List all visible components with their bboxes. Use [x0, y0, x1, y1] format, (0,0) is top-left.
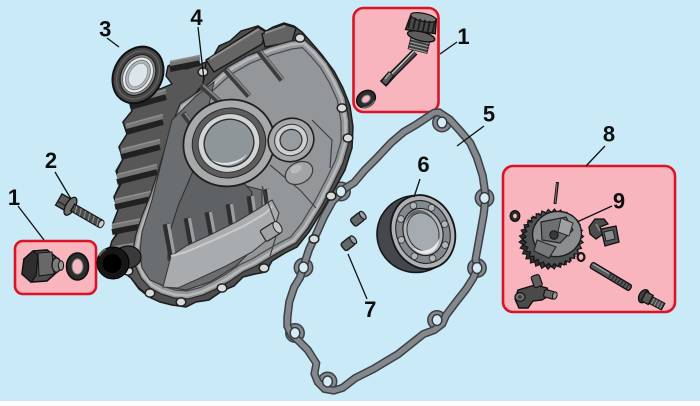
svg-text:4: 4: [190, 5, 203, 30]
svg-text:7: 7: [364, 297, 376, 322]
svg-text:6: 6: [417, 152, 429, 177]
svg-text:2: 2: [45, 148, 57, 173]
svg-text:3: 3: [99, 17, 111, 42]
svg-text:8: 8: [603, 122, 615, 147]
svg-text:9: 9: [613, 189, 625, 214]
svg-text:5: 5: [483, 102, 495, 127]
svg-text:1: 1: [457, 24, 469, 49]
svg-text:1: 1: [8, 185, 20, 210]
